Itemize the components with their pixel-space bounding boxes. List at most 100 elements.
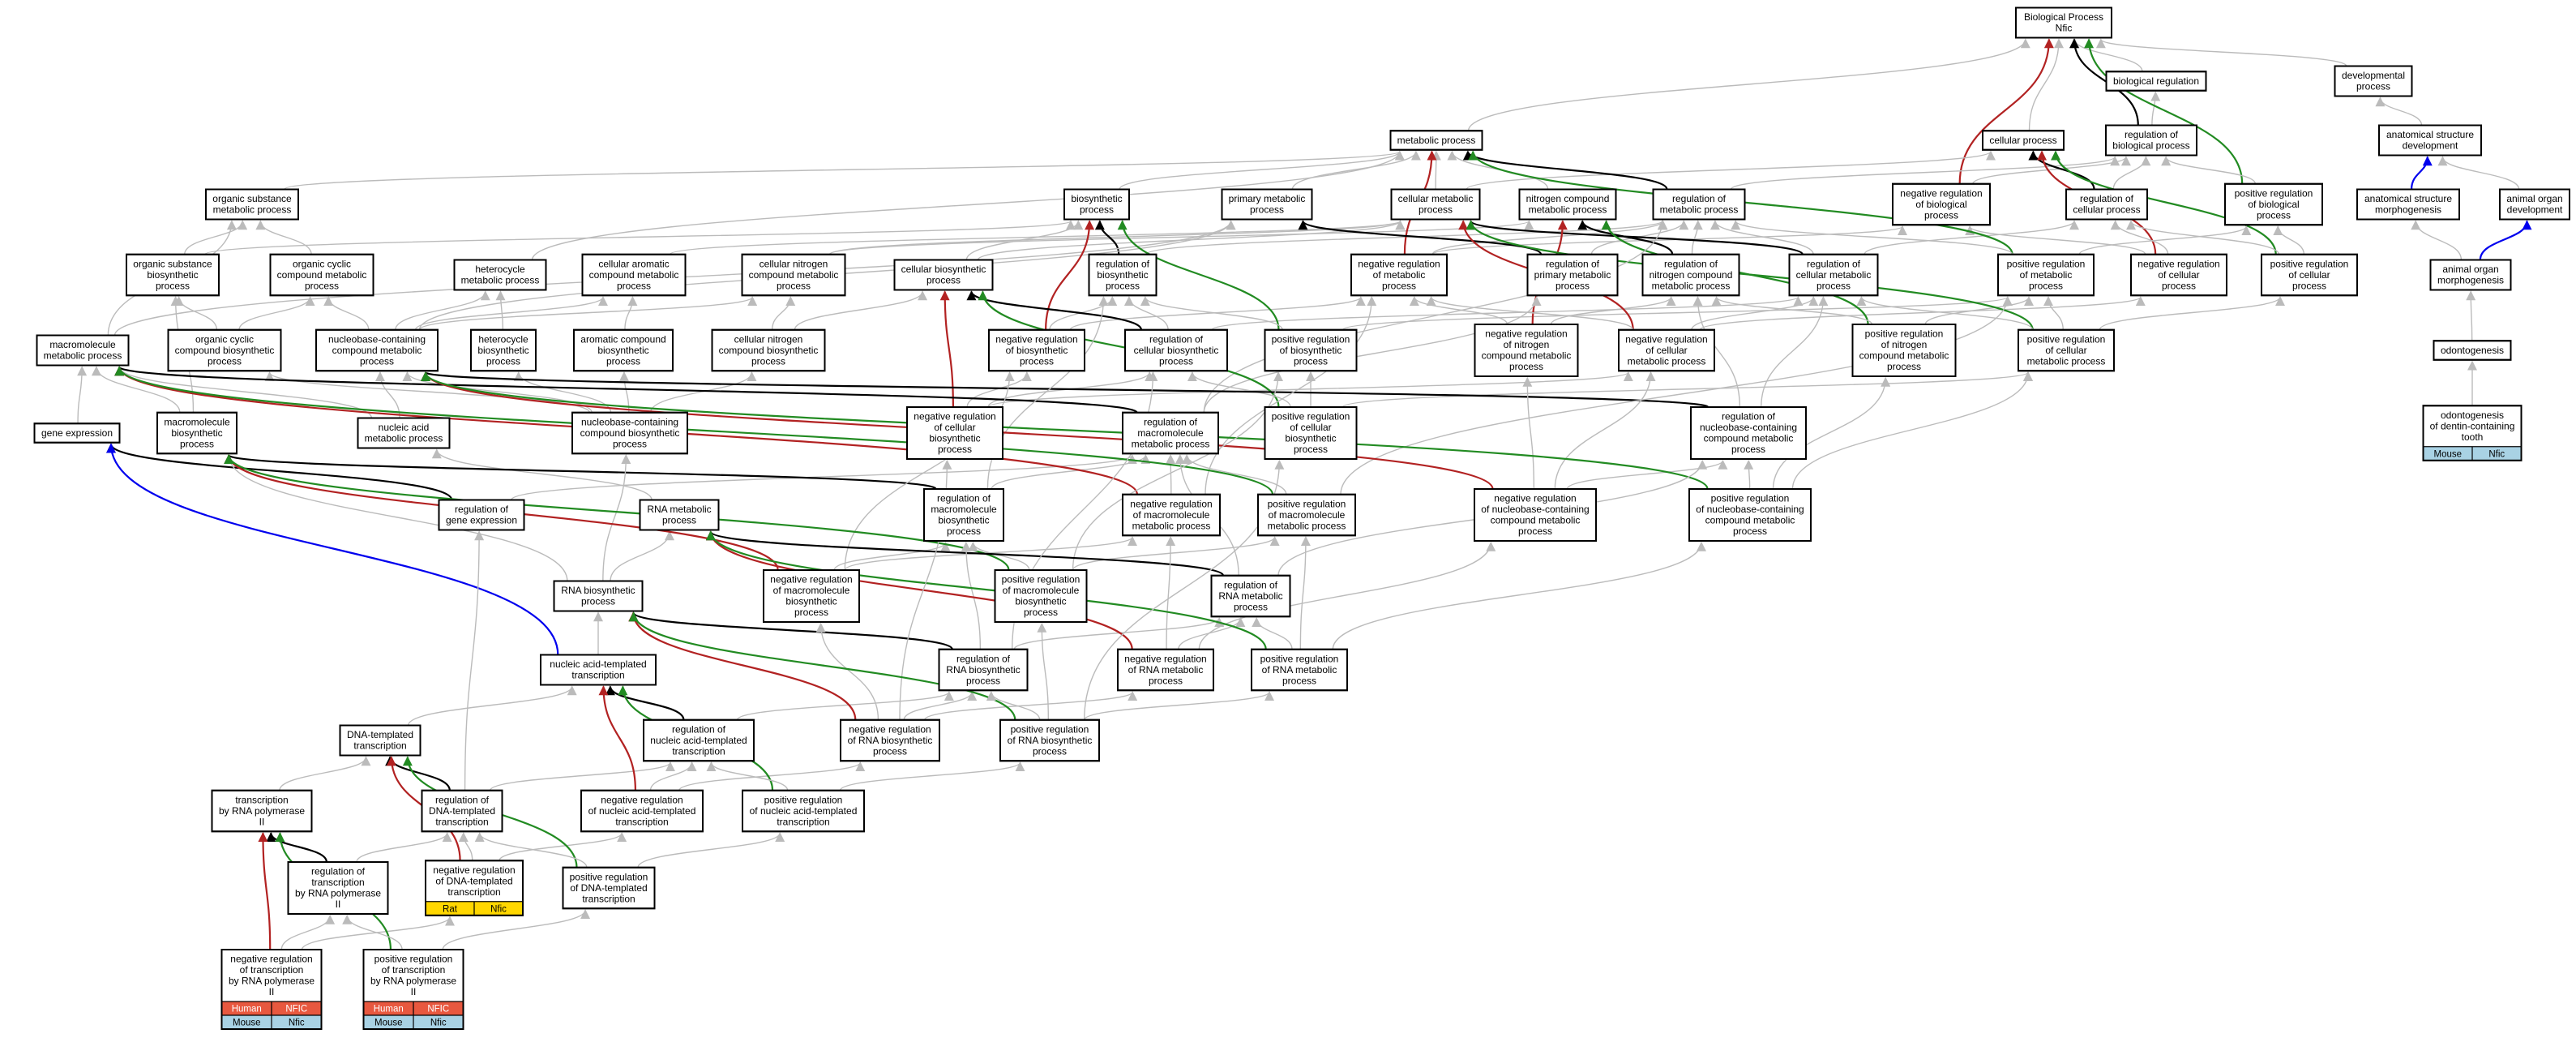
node-label-line: process	[777, 280, 811, 291]
node-outline	[1251, 648, 1348, 692]
go-term-node[interactable]: odontogenesis	[2433, 340, 2512, 361]
go-term-node[interactable]: regulation ofmacromoleculebiosyntheticpr…	[923, 488, 1004, 542]
node-label-line: process	[360, 355, 394, 367]
edge-is-a	[1791, 371, 2034, 490]
go-term-node[interactable]: gene expression	[33, 422, 121, 444]
node-label-line: metabolic process	[1132, 438, 1210, 449]
go-term-node[interactable]: metabolic process	[1389, 130, 1483, 151]
edge-is-a	[1072, 371, 1284, 571]
go-term-node[interactable]: regulation ofnucleobase-containingcompou…	[1690, 406, 1807, 460]
node-label-line: animal organ	[2442, 264, 2498, 275]
edge-is-a	[279, 756, 371, 791]
node-label-line: process	[1282, 675, 1316, 686]
node-label-line: of DNA-templated	[435, 875, 512, 886]
node-box	[2130, 253, 2227, 297]
node-label-line: of RNA biosynthetic	[1008, 735, 1093, 746]
node-label-line: process	[581, 596, 615, 607]
node-label-line: aromatic compound	[580, 333, 665, 345]
go-term-node[interactable]: biological regulation	[2105, 71, 2207, 92]
node-label-line: cellular nitrogen	[760, 258, 828, 269]
node-label-line: biosynthetic	[938, 515, 989, 526]
go-term-node[interactable]: cellular process	[1982, 130, 2065, 151]
